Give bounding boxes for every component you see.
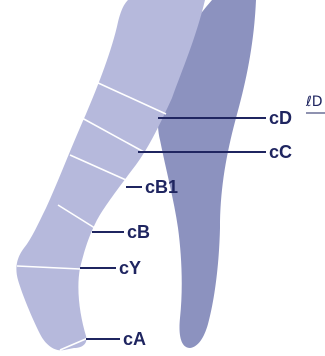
label-cB1: cB1 xyxy=(145,177,178,197)
label-cB: cB xyxy=(127,222,150,242)
label-cC: cC xyxy=(269,142,292,162)
length-label-lD: ℓD xyxy=(305,94,323,110)
label-cY: cY xyxy=(119,258,141,278)
label-cD: cD xyxy=(269,108,292,128)
label-cA: cA xyxy=(123,329,146,349)
